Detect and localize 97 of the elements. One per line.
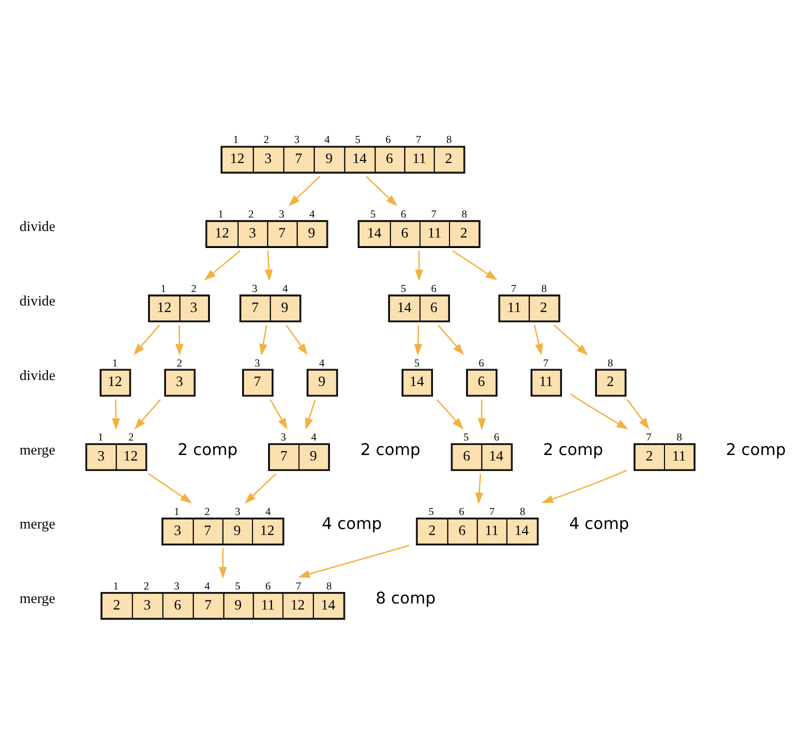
label: 8 comp	[376, 588, 436, 608]
node-label: 1	[160, 282, 166, 294]
arrow	[541, 469, 628, 502]
arrow	[175, 324, 184, 356]
arrow	[478, 399, 486, 430]
node-label: 7	[431, 208, 437, 220]
arrow	[204, 250, 241, 280]
node-label: 7	[510, 282, 516, 294]
node-label: 1	[113, 580, 119, 592]
node-label: 4	[324, 134, 330, 146]
node-label: 7	[543, 356, 549, 369]
node-label: 1	[112, 356, 118, 369]
arrow	[534, 324, 543, 356]
label: divide	[20, 367, 56, 384]
label: divide	[20, 218, 56, 235]
node-label: 8	[541, 282, 547, 294]
node-label: 8	[326, 580, 332, 592]
node-label: 3	[234, 506, 240, 518]
node-label: 2	[128, 431, 134, 444]
node-label: 4	[265, 506, 271, 518]
arrow	[298, 544, 410, 578]
label: 2 comp	[178, 439, 238, 458]
arrow	[148, 472, 192, 503]
node-label: 6	[478, 356, 484, 369]
label: 2 comp	[360, 439, 420, 458]
node-label: 6	[458, 506, 464, 518]
arrow	[259, 324, 268, 356]
node-label: 6	[431, 282, 437, 294]
node-label: 7	[646, 431, 652, 444]
node-label: 8	[676, 431, 682, 444]
node-label: 5	[370, 208, 376, 220]
node-label: 1	[218, 208, 224, 220]
arrow	[270, 398, 288, 430]
node-label: 8	[462, 208, 467, 220]
arrow	[264, 250, 273, 281]
node-label: 1	[98, 431, 104, 444]
arrow	[305, 398, 316, 430]
arrow	[626, 398, 650, 430]
node-label: 4	[309, 208, 315, 220]
label: merge	[20, 442, 56, 458]
node-label: 3	[174, 580, 180, 592]
node-label: 6	[400, 208, 406, 220]
arrow	[286, 324, 308, 355]
node-label: 5	[414, 356, 420, 369]
arrow	[414, 324, 422, 356]
arrow	[438, 324, 464, 355]
label: 2 comp	[726, 439, 786, 458]
arrow	[554, 324, 588, 355]
label: divide	[20, 293, 56, 310]
label: merge	[20, 516, 56, 532]
node-label: 2	[248, 208, 254, 220]
node-label: 3	[280, 431, 286, 444]
node-label: 3	[254, 356, 260, 369]
label: merge	[20, 590, 56, 606]
node-label: 4	[204, 580, 210, 592]
arrow	[288, 176, 320, 206]
node-label: 7	[489, 506, 495, 518]
node-label: 6	[385, 134, 391, 146]
arrow	[218, 548, 227, 578]
arrow	[133, 324, 160, 355]
node-label: 6	[265, 580, 271, 592]
node-label: 5	[463, 431, 469, 444]
node-label: 1	[174, 506, 180, 518]
arrow	[475, 473, 484, 504]
node-label: 4	[311, 431, 316, 444]
node-label: 7	[416, 134, 422, 146]
arrow	[436, 398, 464, 429]
node-label: 7	[296, 580, 302, 592]
node-label: 8	[520, 506, 526, 518]
arrow	[134, 398, 161, 429]
node-label: 3	[294, 134, 300, 146]
node-label: 4	[319, 356, 325, 369]
arrow	[366, 176, 398, 206]
node-label: 5	[234, 580, 240, 592]
node-label: 2	[204, 506, 210, 518]
node-label: 8	[608, 356, 614, 369]
arrow	[112, 399, 120, 430]
node-label: 2	[176, 356, 182, 369]
label: 2 comp	[543, 439, 604, 458]
node-label: 5	[428, 506, 434, 518]
arrow	[415, 250, 424, 281]
node-label: 6	[494, 431, 500, 444]
label: 4 comp	[569, 514, 630, 533]
node-label: 2	[191, 282, 196, 294]
node-label: 2	[264, 134, 270, 146]
node-label: 2	[144, 580, 149, 592]
node-label: 5	[355, 134, 360, 146]
arrow	[244, 472, 276, 504]
label: 4 comp	[322, 514, 382, 533]
node-label: 8	[446, 134, 452, 146]
arrow	[570, 393, 628, 429]
node-label: 5	[400, 282, 406, 294]
node-label: 1	[233, 134, 239, 146]
arrow	[452, 250, 498, 280]
node-label: 3	[252, 282, 258, 294]
node-label: 4	[282, 282, 288, 294]
node-label: 3	[278, 208, 284, 220]
